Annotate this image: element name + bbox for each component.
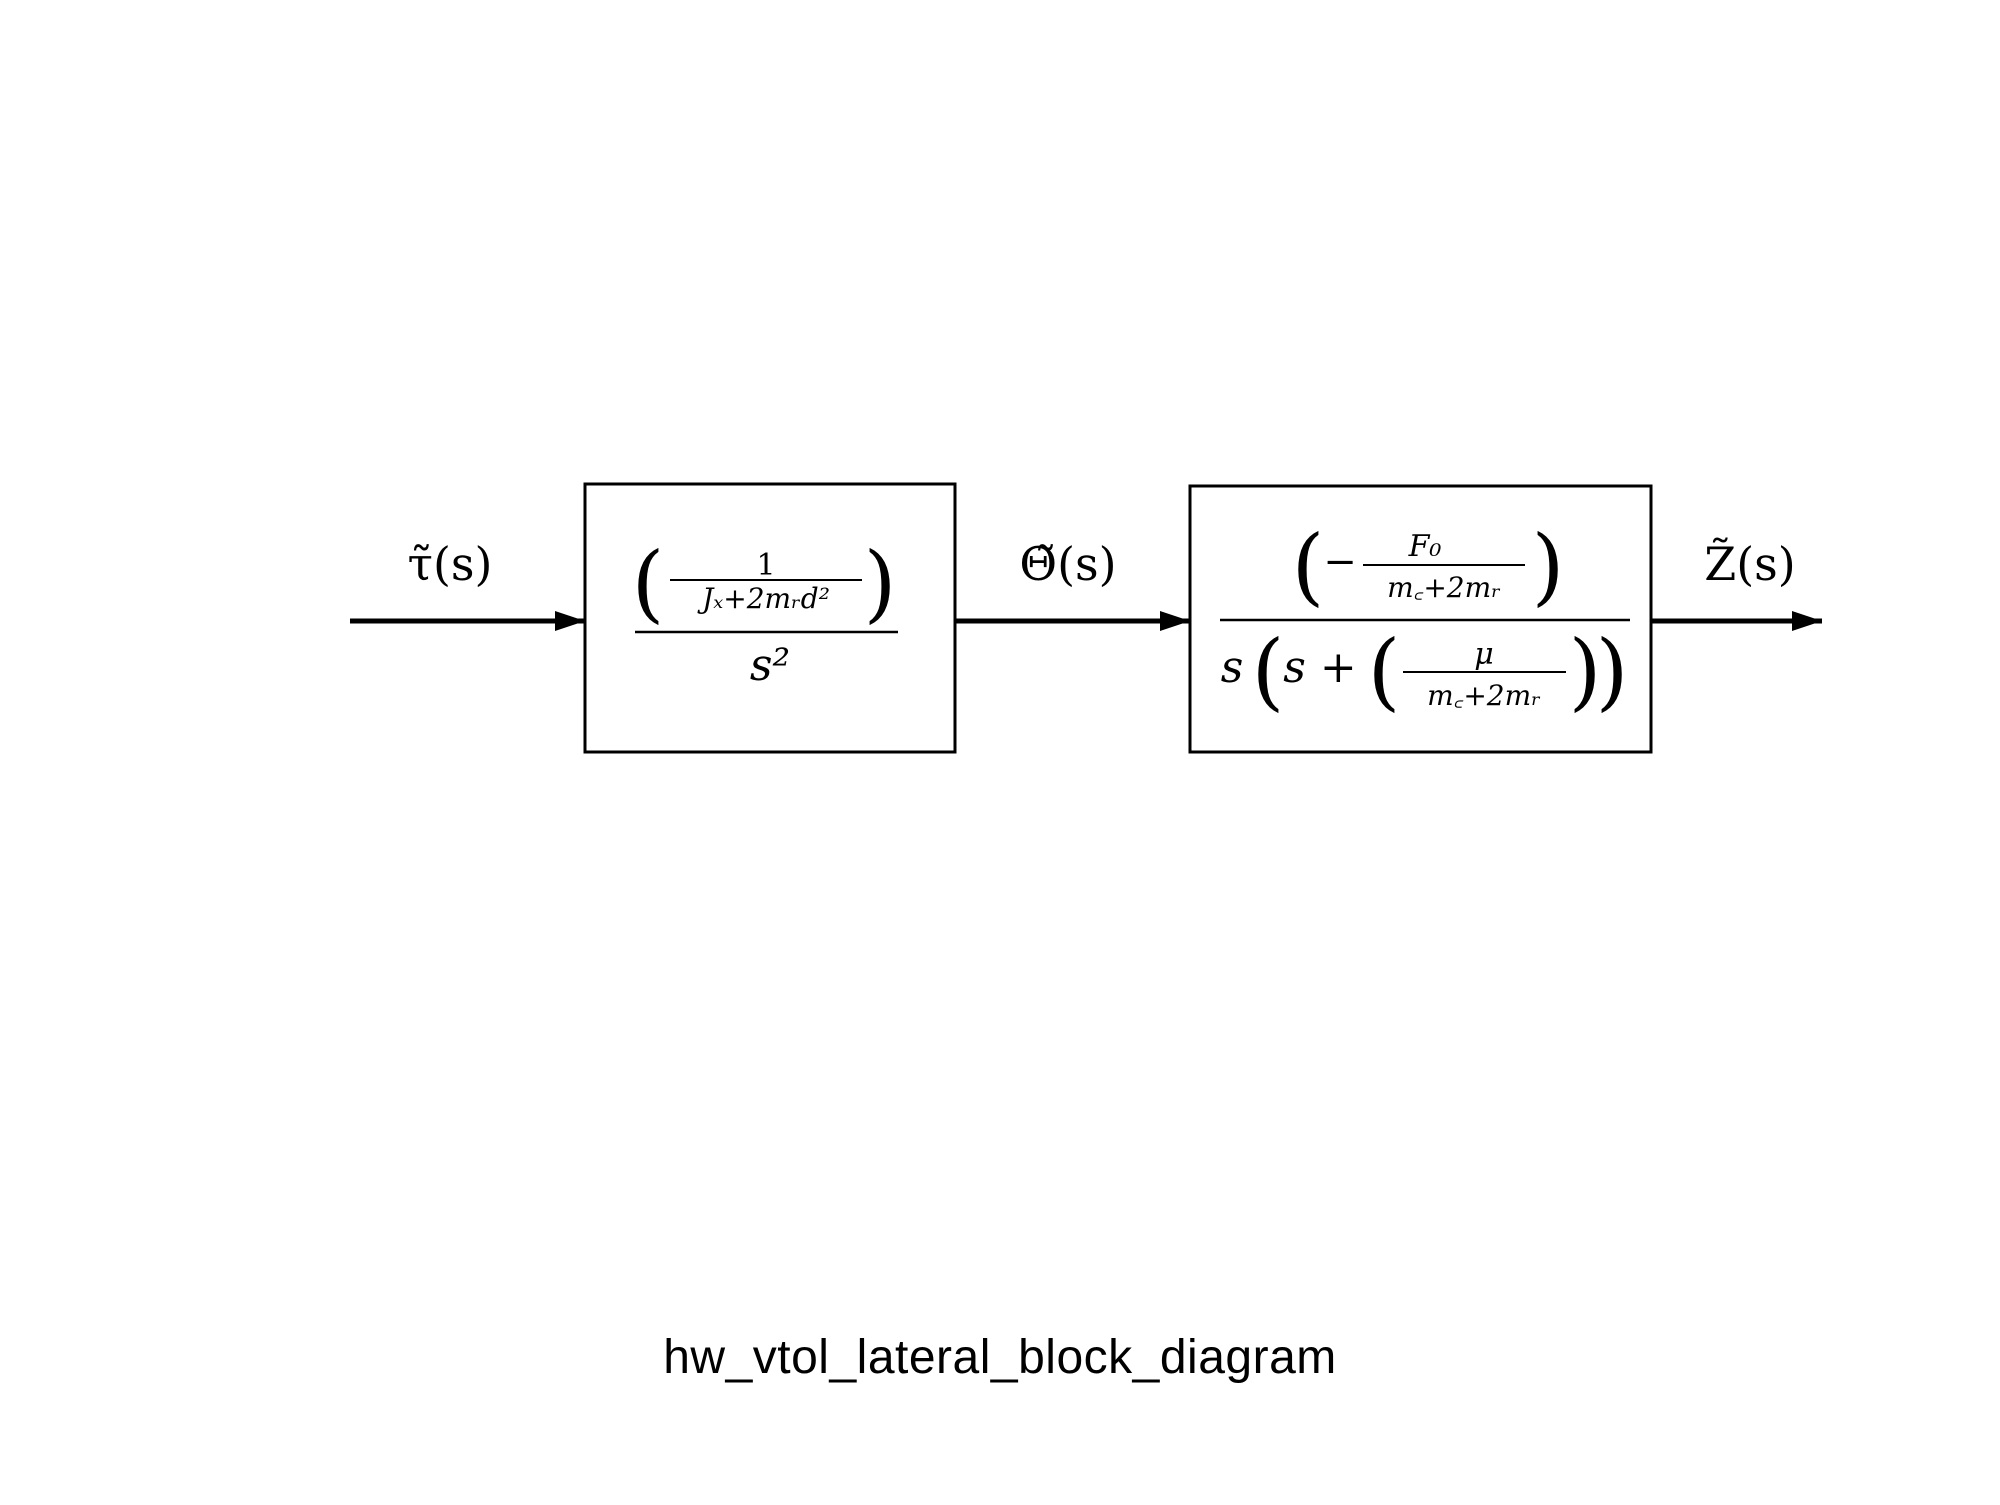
block-2-den-inner-term: s + xyxy=(1283,642,1356,693)
block-2-frame xyxy=(1188,484,1653,754)
block-2-den-inner-right-paren: ) xyxy=(1569,622,1602,720)
block-2-num-left-paren: ( xyxy=(1292,517,1325,615)
input-signal-label: τ̃(s) xyxy=(408,537,493,591)
block-1-right-paren: ) xyxy=(864,534,897,632)
block-1-left-paren: ( xyxy=(632,534,665,632)
output-signal-label: Z̃(s) xyxy=(1704,537,1795,591)
block-1-inner-numerator: 1 xyxy=(756,548,775,583)
block-2-num-inner-numerator: F₀ xyxy=(1408,529,1442,564)
input-arrow-head xyxy=(555,611,585,631)
block-1-denominator: s² xyxy=(750,640,790,691)
block-2-den-inner-left-paren: ( xyxy=(1368,622,1401,720)
block-2-den-inner-numerator: μ xyxy=(1474,637,1494,672)
block-2-den-outer-left-paren: ( xyxy=(1252,622,1285,720)
block-1: ( ) 1 Jₓ+2mᵣd² s² xyxy=(583,482,957,754)
middle-arrow-head xyxy=(1160,611,1190,631)
block-2-den-outer-right-paren: ) xyxy=(1596,622,1629,720)
block-2-den-inner-denominator: m꜀+2mᵣ xyxy=(1427,679,1541,712)
block-2-den-prefix: s xyxy=(1221,642,1244,693)
block-1-frame xyxy=(583,482,957,754)
block-2-num-sign: − xyxy=(1323,539,1357,585)
block-2-num-right-paren: ) xyxy=(1532,517,1565,615)
block-1-inner-denominator: Jₓ+2mᵣd² xyxy=(697,582,830,615)
output-arrow-head xyxy=(1792,611,1822,631)
block-2-num-inner-denominator: m꜀+2mᵣ xyxy=(1387,571,1501,604)
intermediate-signal-label: Θ̃(s) xyxy=(1019,537,1116,591)
block-2: ( − F₀ m꜀+2mᵣ ) s ( s + ( μ m꜀+2mᵣ ) ) xyxy=(1188,484,1653,754)
figure-caption: hw_vtol_lateral_block_diagram xyxy=(663,1331,1337,1384)
